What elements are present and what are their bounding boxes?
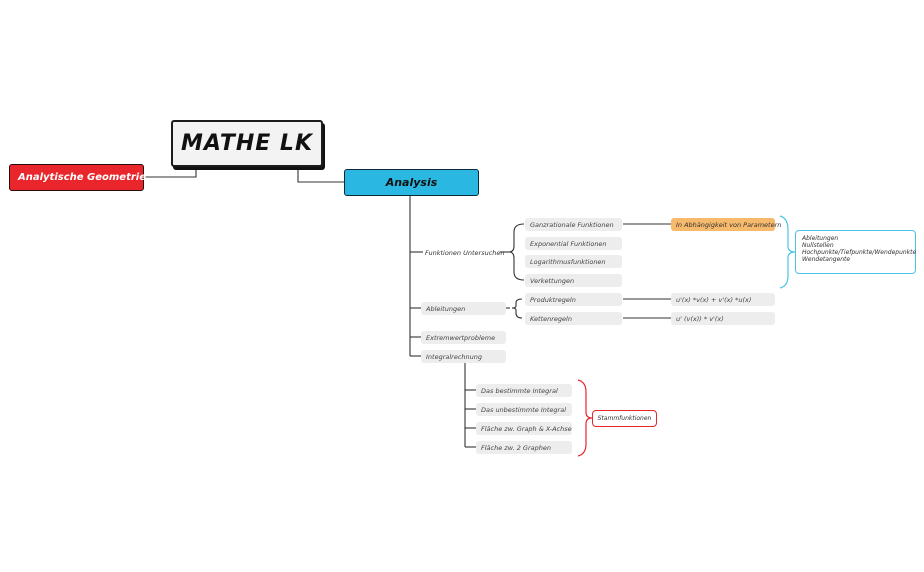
node-logarithmusfunktionen[interactable]: Logarithmusfunktionen <box>525 255 622 268</box>
topic-analysis[interactable]: Analysis <box>344 169 479 196</box>
summary-blue-item: Hochpunkte/Tiefpunkte/Wendepunkte <box>802 249 917 256</box>
summary-stammfunktionen[interactable]: Stammfunktionen <box>592 410 657 427</box>
branch-ableitungen[interactable]: Ableitungen <box>421 302 506 315</box>
branch-extremwertprobleme[interactable]: Extremwertprobleme <box>421 331 506 344</box>
root-node[interactable]: MATHE LK <box>171 120 323 167</box>
summary-blue-item: Ableitungen <box>802 235 839 242</box>
summary-blue[interactable]: Ableitungen Nullstellen Hochpunkte/Tiefp… <box>795 230 916 274</box>
node-exponential-funktionen[interactable]: Exponential Funktionen <box>525 237 622 250</box>
node-ganzrationale-funktionen[interactable]: Ganzrationale Funktionen <box>525 218 622 231</box>
node-bestimmtes-integral[interactable]: Das bestimmte Integral <box>476 384 572 397</box>
summary-blue-item: Nullstellen <box>802 242 834 249</box>
topic-analytische-geometrie[interactable]: Analytische Geometrie <box>9 164 146 191</box>
node-formula-kette[interactable]: u' (v(x)) * v'(x) <box>671 312 775 325</box>
node-flaeche-zwei-graphen[interactable]: Fläche zw. 2 Graphen <box>476 441 572 454</box>
node-formula-produkt[interactable]: u'(x) *v(x) + v'(x) *u(x) <box>671 293 775 306</box>
node-unbestimmtes-integral[interactable]: Das unbestimmte Integral <box>476 403 572 416</box>
summary-blue-item: Wendetangente <box>802 256 851 263</box>
branch-integralrechnung[interactable]: Integralrechnung <box>421 350 506 363</box>
node-verkettungen[interactable]: Verkettungen <box>525 274 622 287</box>
node-flaeche-graph-achse[interactable]: Fläche zw. Graph & X-Achse <box>476 422 572 435</box>
node-produktregeln[interactable]: Produktregeln <box>525 293 622 306</box>
branch-funktionen-untersuchen[interactable]: Funktionen Untersuchen <box>425 248 505 257</box>
node-parameter[interactable]: In Abhängigkeit von Parametern <box>671 218 781 231</box>
node-kettenregeln[interactable]: Kettenregeln <box>525 312 622 325</box>
